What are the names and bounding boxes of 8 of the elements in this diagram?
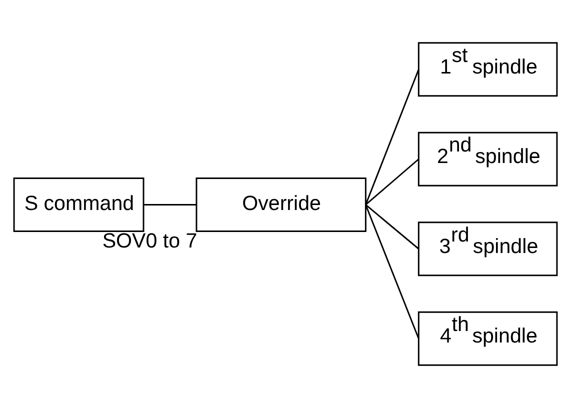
- node-label: SOV0 to 7: [102, 230, 198, 253]
- node-box: Override: [196, 178, 366, 232]
- connector: [144, 204, 196, 206]
- node-box: S command: [13, 178, 144, 232]
- connector: [365, 204, 420, 250]
- connector: [365, 204, 420, 339]
- connector: [365, 69, 420, 205]
- connector: [365, 158, 420, 206]
